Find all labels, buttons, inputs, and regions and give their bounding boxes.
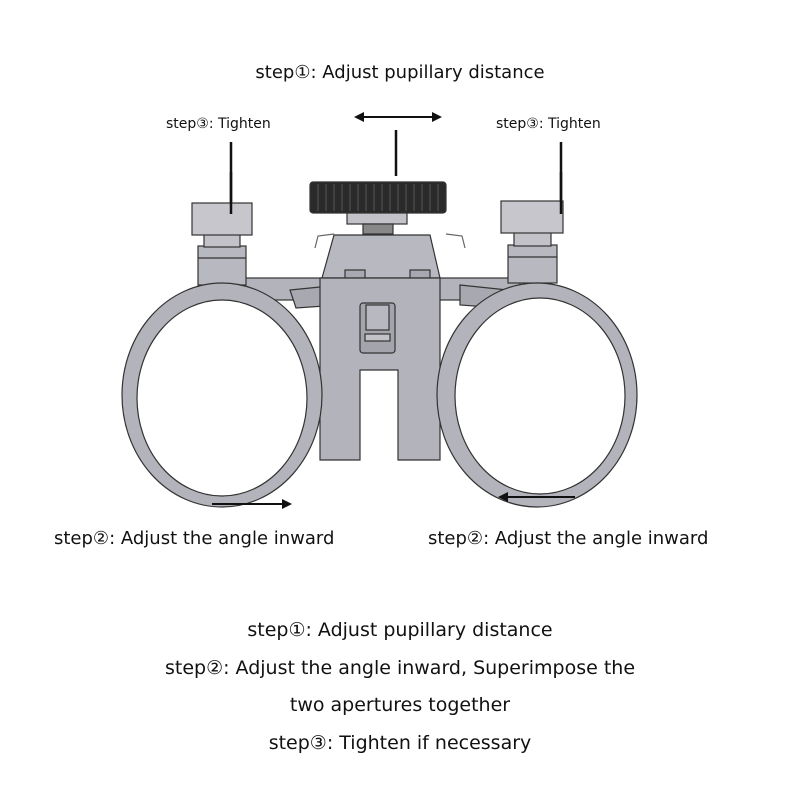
left-tighten-screw [191,202,253,286]
tighten-right-label: step③: Tighten [496,116,601,132]
tighten-left-label: step③: Tighten [166,116,271,132]
instruction-line: step①: Adjust pupillary distance [247,619,553,641]
left-lens [136,299,308,497]
pupillary-knob [309,181,447,214]
right-lens [454,297,626,495]
central-body [319,277,441,461]
angle-left-label: step②: Adjust the angle inward [54,528,335,549]
double-arrow-icon [354,112,442,122]
right-arrow-icon [212,499,292,509]
instruction-line: step②: Adjust the angle inward, Superimp… [164,656,636,679]
instruction-line: step③: Tighten if necessary [268,731,532,754]
right-tighten-screw [500,200,564,284]
knob-thread [362,223,394,235]
instructions-block: step①: Adjust pupillary distance step②: … [0,612,800,762]
knob-neck [346,211,408,225]
angle-right-label: step②: Adjust the angle inward [428,528,709,549]
pupillary-distance-label: step①: Adjust pupillary distance [255,62,545,83]
left-arrow-icon [498,492,575,502]
instruction-line: two apertures together [289,694,511,716]
